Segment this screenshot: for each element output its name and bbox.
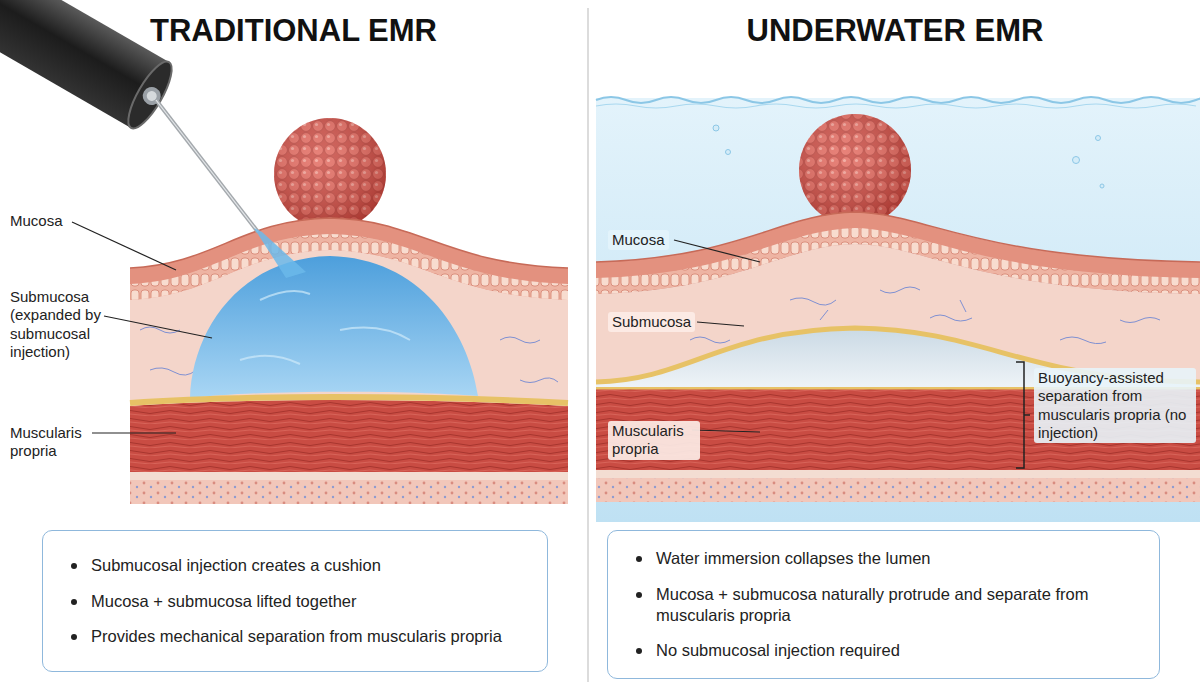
bullet-row: Water immersion collapses the lumen: [630, 548, 1137, 569]
bullet-list: Water immersion collapses the lumenMucos…: [630, 548, 1137, 661]
layer-label: Submucosa (expanded by submucosal inject…: [8, 288, 122, 361]
layer-label: Muscularis propria: [8, 424, 100, 461]
bullet-text: Submucosal injection creates a cushion: [91, 556, 381, 574]
layer-label: Muscularis propria: [608, 421, 700, 460]
bullet-dot: [636, 556, 642, 562]
summary-box: Water immersion collapses the lumenMucos…: [607, 530, 1160, 679]
bullet-dot: [71, 599, 77, 605]
bullet-text: Mucosa + submucosa lifted together: [91, 592, 357, 610]
bullet-text: No submucosal injection required: [656, 641, 900, 659]
bullet-row: Mucosa + submucosa lifted together: [65, 591, 525, 612]
bullet-dot: [636, 648, 642, 654]
bullet-row: Provides mechanical separation from musc…: [65, 626, 525, 647]
bullet-list: Submucosal injection creates a cushionMu…: [65, 555, 525, 647]
bullet-dot: [71, 634, 77, 640]
bullet-row: Submucosal injection creates a cushion: [65, 555, 525, 576]
bullet-row: Mucosa + submucosa naturally protrude an…: [630, 584, 1137, 625]
bullet-dot: [636, 592, 642, 598]
bullet-dot: [71, 563, 77, 569]
panel-heading: TRADITIONAL EMR: [0, 12, 587, 50]
panel-heading: UNDERWATER EMR: [590, 12, 1200, 50]
bullet-text: Mucosa + submucosa naturally protrude an…: [656, 585, 1088, 624]
bullet-row: No submucosal injection required: [630, 640, 1137, 661]
layer-label: Mucosa: [608, 230, 669, 250]
layer-label: Submucosa: [608, 312, 695, 332]
bullet-text: Water immersion collapses the lumen: [656, 549, 931, 567]
layer-label: Mucosa: [8, 212, 88, 230]
bullet-text: Provides mechanical separation from musc…: [91, 627, 502, 645]
summary-box: Submucosal injection creates a cushionMu…: [42, 530, 548, 672]
annotation-label: Buoyancy-assisted separation from muscul…: [1034, 368, 1196, 443]
